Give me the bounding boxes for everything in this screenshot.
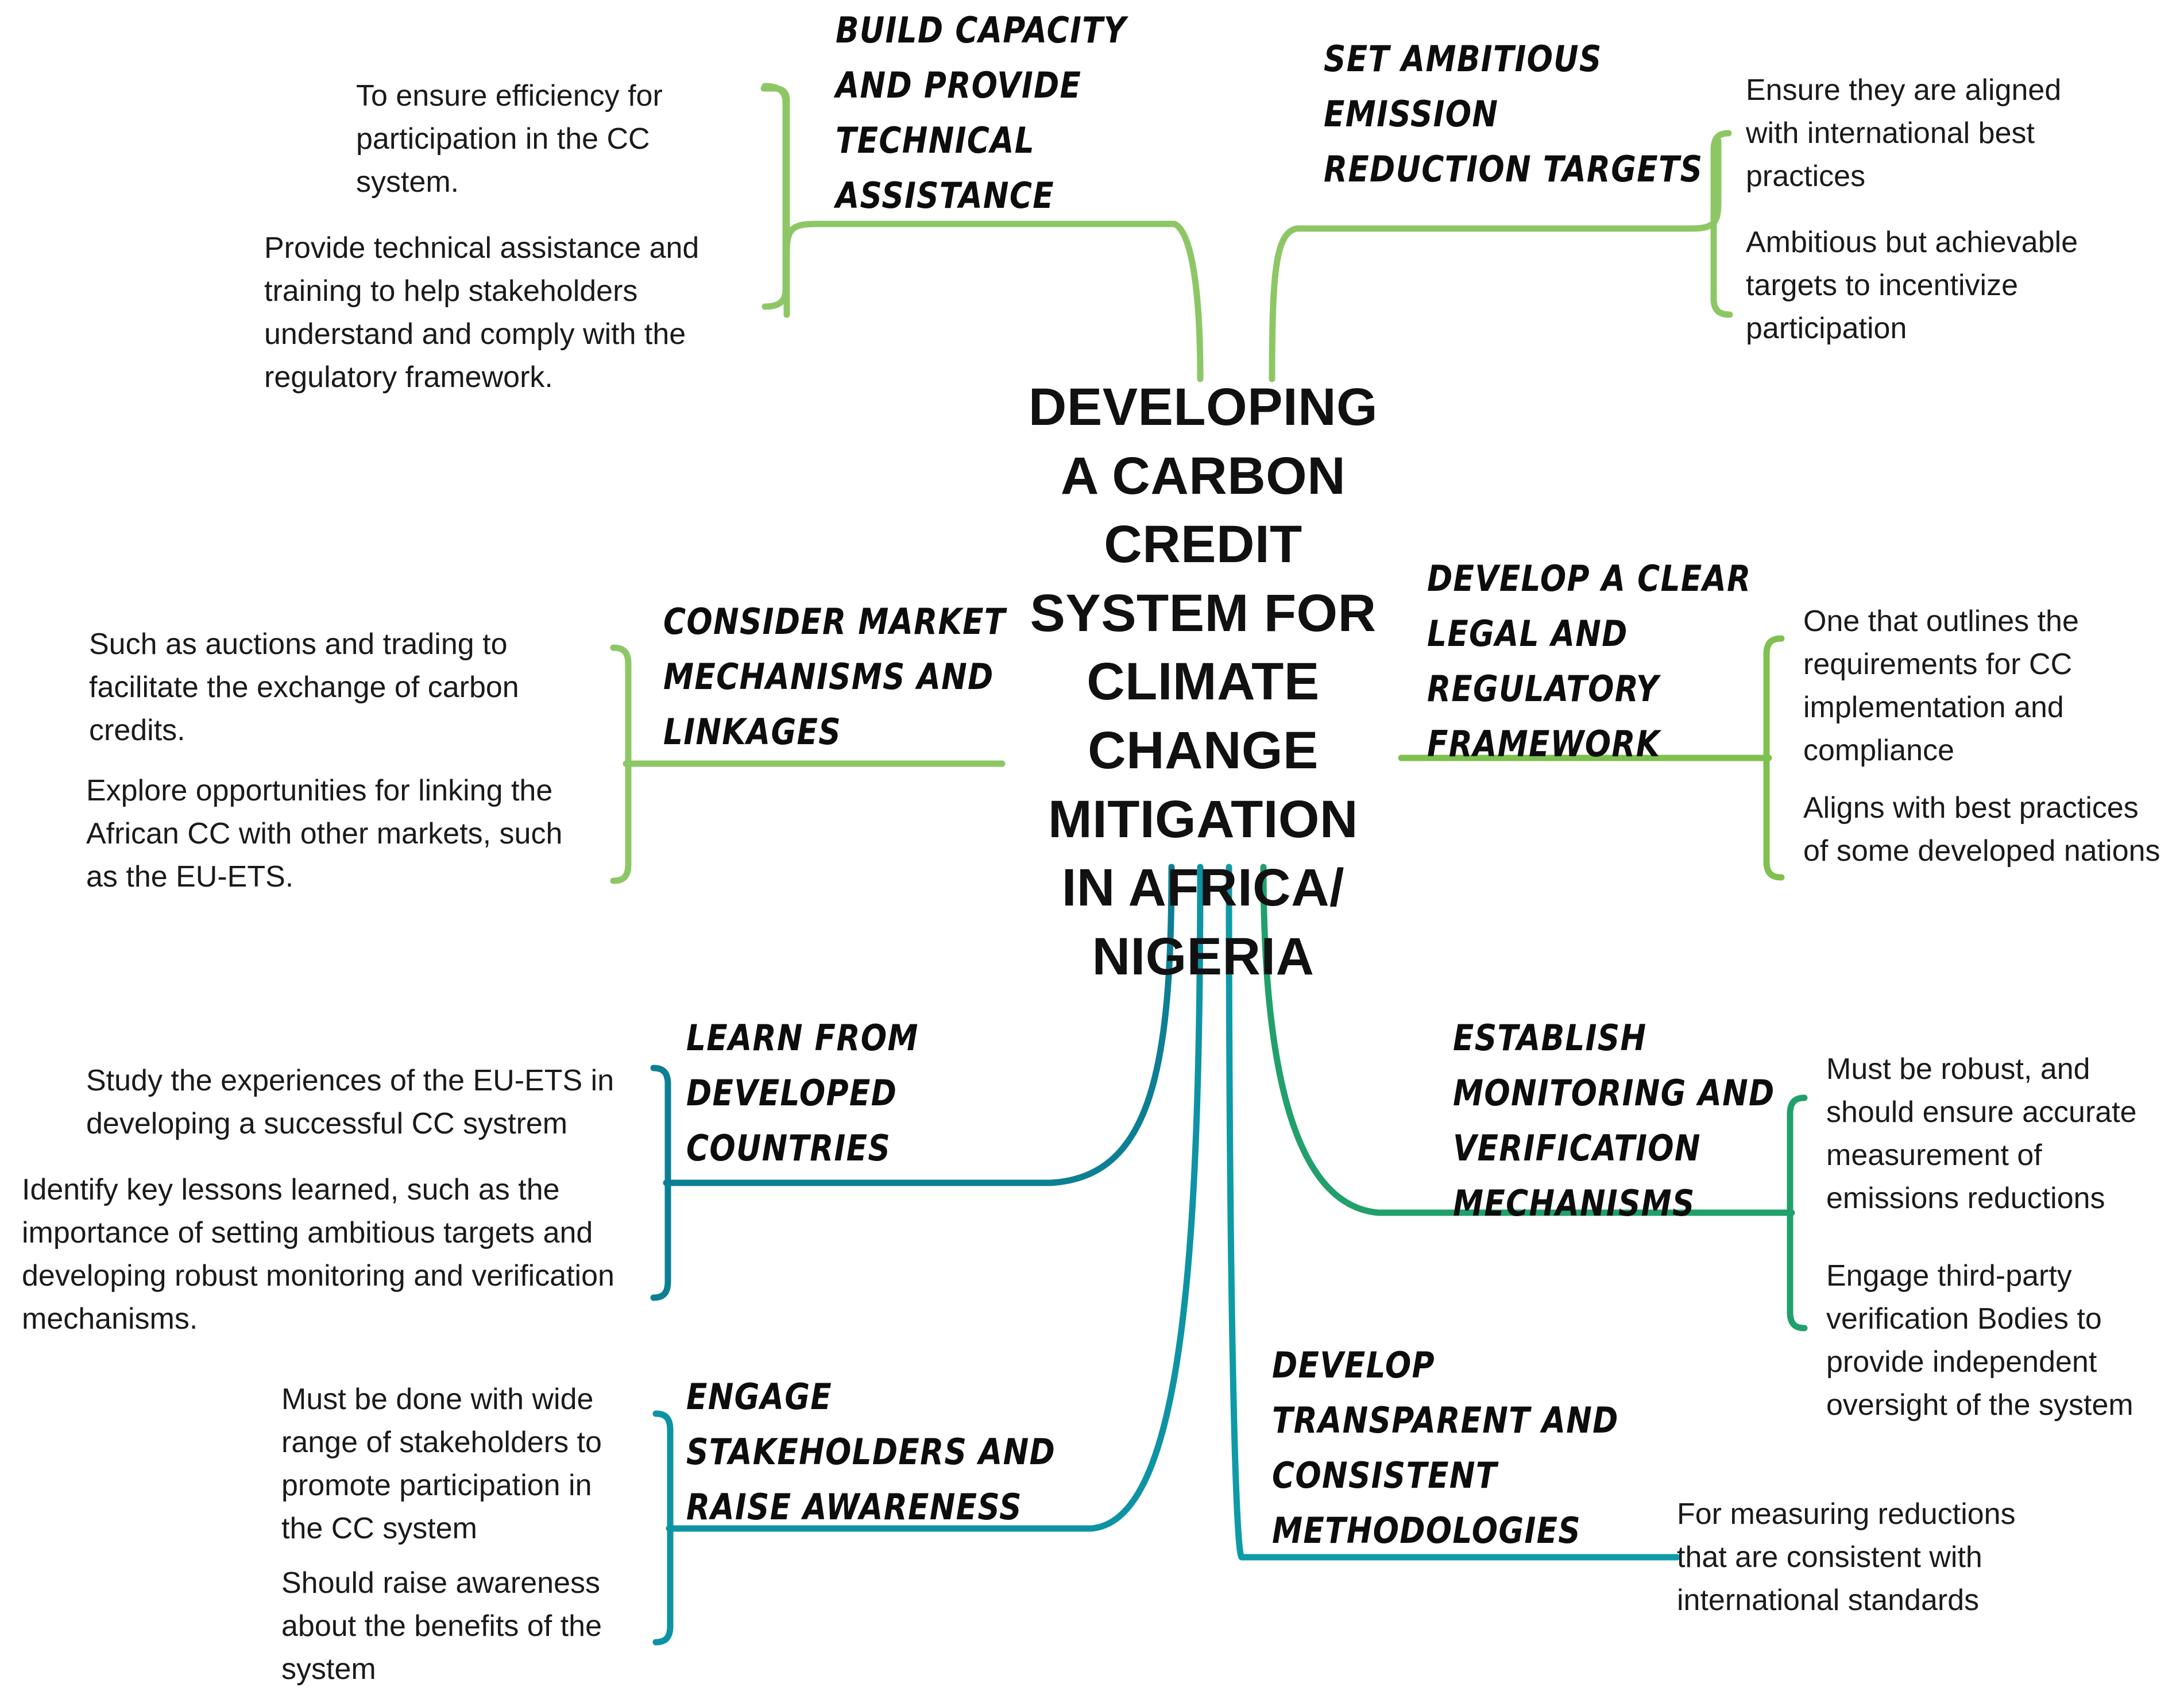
bracket-learn-developed: [650, 1065, 671, 1301]
leaf-engage-stakeholders-1: Should raise awareness about the benefit…: [281, 1566, 602, 1686]
leaf-monitoring-verification-1: Engage third-party verification Bodies t…: [1826, 1259, 2133, 1422]
branch-label-build-capacity[interactable]: BUILD CAPACITY AND PROVIDE TECHNICAL ASS…: [836, 9, 1127, 217]
leaf-market-mechanisms-1: Explore opportunities for linking the Af…: [86, 774, 563, 893]
branch-label-emission-targets[interactable]: SET AMBITIOUS EMISSION REDUCTION TARGETS: [1324, 38, 1703, 191]
bracket-engage-stakeholders: [652, 1410, 674, 1646]
branch-label-engage-stakeholders[interactable]: ENGAGE STAKEHOLDERS AND RAISE AWARENESS: [686, 1376, 1056, 1529]
branch-label-methodologies[interactable]: DEVELOP TRANSPARENT AND CONSISTENT METHO…: [1272, 1344, 1619, 1552]
leaf-legal-framework-1: Aligns with best practices of some devel…: [1803, 791, 2160, 868]
central-topic: DEVELOPING A CARBON CREDIT SYSTEM FOR CL…: [1028, 378, 1378, 986]
leaf-learn-developed-0: Study the experiences of the EU-ETS in d…: [86, 1064, 614, 1140]
leaf-methodologies-0: For measuring reductions that are consis…: [1677, 1497, 2016, 1617]
leaf-build-capacity-0: To ensure efficiency for participation i…: [356, 79, 663, 199]
bracket-build-capacity-shape: [761, 83, 789, 310]
leaf-build-capacity-1: Provide technical assistance and trainin…: [264, 231, 699, 394]
bracket-market-mechanisms: [610, 644, 632, 884]
leaf-emission-targets-1: Ambitious but achievable targets to ince…: [1746, 226, 2078, 345]
branch-label-monitoring-verification[interactable]: ESTABLISH MONITORING AND VERIFICATION ME…: [1453, 1017, 1775, 1225]
bracket-build-capacity: [760, 85, 790, 318]
leaf-learn-developed-1: Identify key lessons learned, such as th…: [22, 1173, 614, 1336]
leaf-engage-stakeholders-0: Must be done with wide range of stakehol…: [281, 1383, 602, 1545]
branch-label-market-mechanisms[interactable]: CONSIDER MARKET MECHANISMS AND LINKAGES: [663, 601, 1006, 753]
leaf-market-mechanisms-0: Such as auctions and trading to facilita…: [89, 628, 519, 747]
branch-label-legal-framework[interactable]: DEVELOP A CLEAR LEGAL AND REGULATORY FRA…: [1427, 558, 1752, 765]
leaf-monitoring-verification-0: Must be robust, and should ensure accura…: [1826, 1052, 2137, 1215]
leaf-emission-targets-0: Ensure they are aligned with internation…: [1746, 73, 2062, 193]
branch-label-learn-developed[interactable]: LEARN FROM DEVELOPED COUNTRIES: [686, 1017, 919, 1170]
link-build-capacity: [783, 220, 1204, 382]
leaf-legal-framework-0: One that outlines the requirements for C…: [1803, 605, 2079, 767]
